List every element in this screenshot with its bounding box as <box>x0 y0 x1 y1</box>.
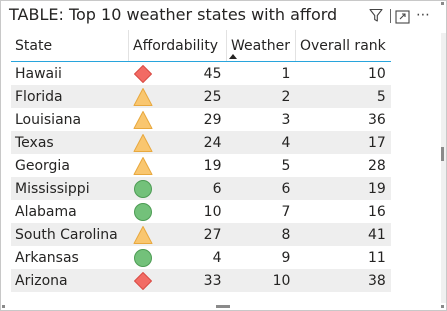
column-header-weather[interactable]: Weather <box>226 30 296 62</box>
cell-state: Alabama <box>15 203 77 220</box>
affordability-value: 4 <box>212 249 222 266</box>
cell-overall-rank: 19 <box>295 177 391 200</box>
cell-weather: 2 <box>226 85 296 108</box>
data-table: State Affordability Weather Overall rank… <box>11 30 391 292</box>
cell-affordability: 19 <box>129 154 227 177</box>
cell-weather: 4 <box>226 131 296 154</box>
cell-state: Georgia <box>15 157 70 174</box>
cell-overall-rank: 28 <box>367 157 386 174</box>
resize-handle-bottom[interactable] <box>216 305 230 308</box>
resize-handle-right[interactable] <box>441 147 444 161</box>
focus-mode-icon[interactable] <box>395 9 410 28</box>
affordability-value: 25 <box>203 88 222 105</box>
resize-handle-bottom-right[interactable] <box>441 305 444 308</box>
kpi-circle-icon <box>133 249 152 267</box>
kpi-triangle-icon <box>133 111 152 129</box>
affordability-value: 10 <box>203 203 222 220</box>
kpi-diamond-icon <box>133 65 152 83</box>
affordability-value: 45 <box>203 65 222 82</box>
cell-overall-rank: 36 <box>367 111 386 128</box>
cell-affordability: 25 <box>128 85 227 108</box>
table-row[interactable]: Georgia 19 5 28 <box>11 154 391 177</box>
resize-handle-top-right[interactable] <box>441 2 444 5</box>
more-options-icon[interactable]: ⋯ <box>416 7 430 23</box>
cell-weather: 3 <box>281 111 291 128</box>
cell-overall-rank: 10 <box>367 65 386 82</box>
cell-overall-rank: 38 <box>295 269 391 292</box>
kpi-triangle-icon <box>133 134 152 152</box>
kpi-triangle-icon <box>133 226 152 244</box>
divider-icon <box>390 9 391 23</box>
kpi-diamond-icon <box>133 272 152 290</box>
cell-weather: 9 <box>281 249 291 266</box>
affordability-value: 6 <box>212 180 222 197</box>
visual-title: TABLE: Top 10 weather states with afford <box>9 5 338 24</box>
visual-header-icons: ⋯ <box>364 6 446 26</box>
table-row[interactable]: Hawaii 45 1 10 <box>11 62 391 86</box>
cell-weather: 7 <box>281 203 291 220</box>
table-row[interactable]: Louisiana 29 3 36 <box>11 108 391 131</box>
cell-affordability: 4 <box>129 246 227 269</box>
cell-affordability: 33 <box>128 269 227 292</box>
affordability-value: 24 <box>203 134 222 151</box>
filter-icon[interactable] <box>369 8 383 27</box>
affordability-value: 19 <box>203 157 222 174</box>
table-row[interactable]: Arkansas 4 9 11 <box>11 246 391 269</box>
affordability-value: 29 <box>203 111 222 128</box>
sort-ascending-icon <box>229 54 237 59</box>
cell-affordability: 27 <box>128 223 227 246</box>
cell-affordability: 29 <box>129 108 227 131</box>
cell-weather: 8 <box>226 223 296 246</box>
vertical-scrollbar[interactable] <box>441 33 446 303</box>
cell-weather: 1 <box>281 65 291 82</box>
kpi-triangle-icon <box>133 88 152 106</box>
cell-state: Arkansas <box>15 249 79 266</box>
column-header-state[interactable]: State <box>11 30 129 62</box>
column-header-overall-rank[interactable]: Overall rank <box>294 30 391 62</box>
column-header-weather-label: Weather <box>231 37 290 54</box>
cell-affordability: 10 <box>129 200 227 223</box>
table-row[interactable]: Alabama 10 7 16 <box>11 200 391 223</box>
cell-weather: 10 <box>226 269 296 292</box>
cell-weather: 5 <box>281 157 291 174</box>
column-header-affordability[interactable]: Affordability <box>128 30 227 62</box>
kpi-circle-icon <box>133 180 152 198</box>
cell-overall-rank: 16 <box>367 203 386 220</box>
kpi-circle-icon <box>133 203 152 221</box>
cell-affordability: 24 <box>128 131 227 154</box>
cell-overall-rank: 41 <box>295 223 391 246</box>
cell-state: Louisiana <box>15 111 82 128</box>
cell-state: Arizona <box>11 269 129 292</box>
cell-affordability: 6 <box>128 177 227 200</box>
cell-state: Florida <box>11 85 129 108</box>
cell-state: South Carolina <box>11 223 129 246</box>
cell-overall-rank: 11 <box>367 249 386 266</box>
resize-handle-bottom-left[interactable] <box>2 305 5 308</box>
table-header-row: State Affordability Weather Overall rank <box>11 30 391 62</box>
cell-affordability: 45 <box>129 62 227 86</box>
cell-state: Mississippi <box>11 177 129 200</box>
cell-weather: 6 <box>226 177 296 200</box>
affordability-value: 27 <box>203 226 222 243</box>
cell-overall-rank: 5 <box>295 85 391 108</box>
kpi-triangle-icon <box>133 157 152 175</box>
affordability-value: 33 <box>203 272 222 289</box>
cell-state: Texas <box>11 131 129 154</box>
cell-state: Hawaii <box>15 65 62 82</box>
cell-overall-rank: 17 <box>295 131 391 154</box>
